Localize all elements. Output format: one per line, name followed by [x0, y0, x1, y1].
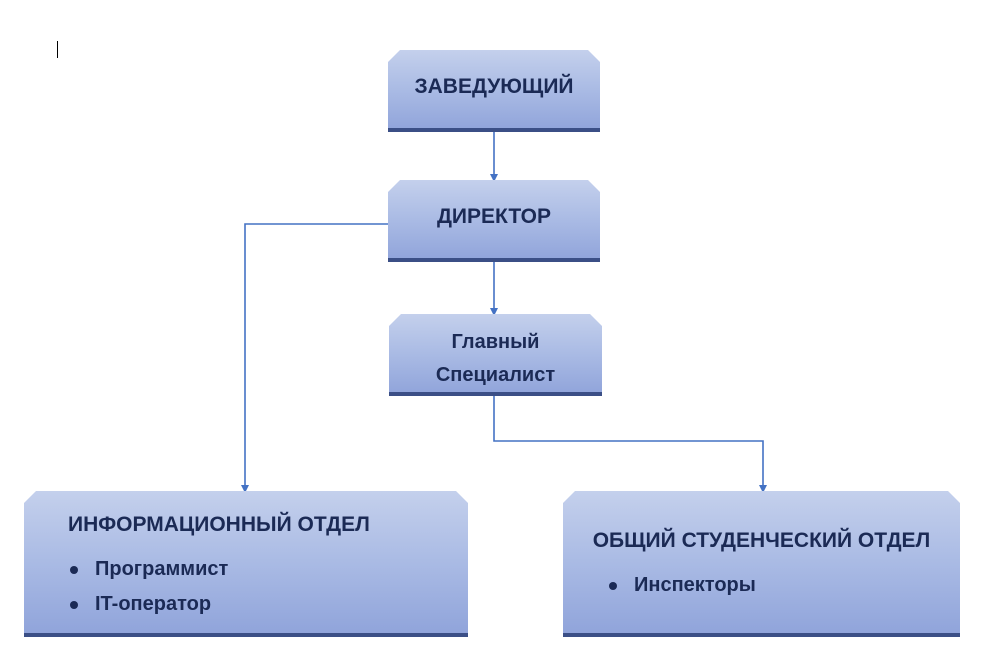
node-chief-title-line2: Специалист [435, 364, 556, 386]
node-chief-title-line1: Главный [451, 331, 540, 353]
node-info-dept[interactable]: ИНФОРМАЦИОННЫЙ ОТДЕЛ Программист IT-опер… [24, 491, 468, 637]
list-item: Программист [70, 552, 228, 587]
node-student-dept-list: Инспекторы [609, 568, 756, 603]
node-head[interactable]: ЗАВЕДУЮЩИЙ [388, 50, 600, 132]
connector-director-info [241, 223, 388, 493]
node-info-dept-list: Программист IT-оператор [70, 552, 228, 622]
node-director[interactable]: ДИРЕКТОР [388, 180, 600, 262]
node-director-title: ДИРЕКТОР [436, 205, 552, 228]
list-item: Инспекторы [609, 568, 756, 603]
node-info-dept-title: ИНФОРМАЦИОННЫЙ ОТДЕЛ [68, 513, 370, 536]
connector-chief-student [493, 396, 767, 493]
node-student-dept-title: ОБЩИЙ СТУДЕНЧЕСКИЙ ОТДЕЛ [592, 529, 931, 552]
text-cursor [57, 41, 58, 58]
node-student-dept[interactable]: ОБЩИЙ СТУДЕНЧЕСКИЙ ОТДЕЛ Инспекторы [563, 491, 960, 637]
node-chief-specialist[interactable]: Главный Специалист [389, 314, 602, 396]
list-item: IT-оператор [70, 587, 228, 622]
node-head-title: ЗАВЕДУЮЩИЙ [414, 75, 574, 98]
